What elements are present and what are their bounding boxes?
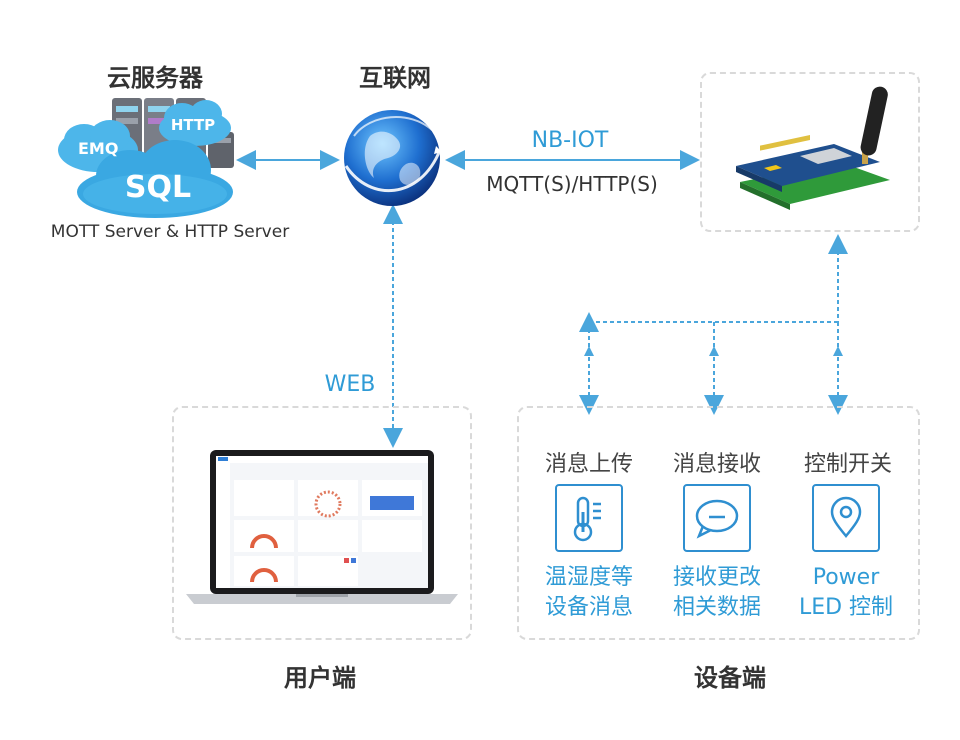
- cloud-server-icon: [58, 98, 234, 218]
- feature-desc-upload-line2: 设备消息: [544, 595, 633, 620]
- feature-title-upload: 消息上传: [544, 452, 633, 477]
- http-cloud-icon: [159, 100, 231, 146]
- laptop-dashboard-icon: [186, 450, 458, 604]
- feature-title-receive: 消息接收: [672, 452, 761, 477]
- feature-box-upload: [555, 484, 623, 552]
- cloud-server-subtitle: MOTT Server & HTTP Server: [50, 222, 290, 242]
- feature-box-control: [812, 484, 880, 552]
- device-hardware-panel: [700, 72, 920, 232]
- internet-title: 互联网: [359, 64, 431, 92]
- http-badge: HTTP: [170, 116, 216, 134]
- feature-box-receive: [683, 484, 751, 552]
- nbiot-module-icon: [736, 86, 890, 210]
- protocol-mqtt-http-label: MQTT(S)/HTTP(S): [486, 172, 658, 196]
- chat-bubble-icon: [695, 499, 739, 539]
- location-pin-icon: [830, 496, 862, 538]
- feature-desc-receive-line2: 相关数据: [672, 595, 761, 620]
- sql-cloud-icon: [77, 140, 233, 218]
- protocol-nbiot-label: NB-IOT: [531, 128, 609, 153]
- user-side-panel: [172, 406, 472, 640]
- feature-desc-upload-line1: 温湿度等: [544, 565, 633, 590]
- device-side-label: 设备端: [694, 664, 766, 692]
- user-side-label: 用户端: [284, 664, 356, 692]
- feature-desc-control-line1: Power: [812, 565, 880, 590]
- sql-badge: SQL: [124, 170, 192, 205]
- feature-desc-control-line2: LED 控制: [798, 595, 894, 620]
- feature-title-control: 控制开关: [803, 452, 892, 477]
- device-side-panel: [517, 406, 920, 640]
- web-label: WEB: [324, 372, 376, 397]
- globe-icon: [344, 110, 442, 206]
- thermometer-icon: [573, 496, 601, 542]
- feature-desc-receive-line1: 接收更改: [672, 565, 761, 590]
- cloud-server-title: 云服务器: [107, 64, 203, 92]
- emq-badge: EMQ: [78, 139, 119, 158]
